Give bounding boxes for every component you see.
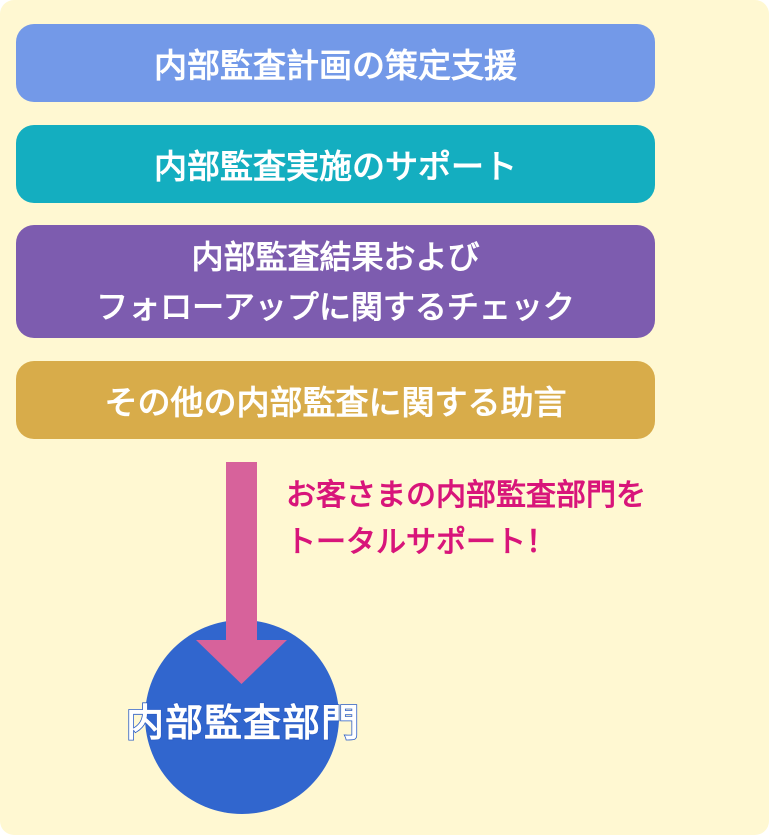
- audit-department-label: 内部監査部門: [125, 700, 360, 746]
- service-box-audit-execution: 内部監査実施のサポート: [16, 125, 655, 203]
- service-box-results-followup-line-2: フォローアップに関するチェック: [96, 287, 575, 326]
- total-support-callout: お客さまの内部監査部門を トータルサポート！: [286, 472, 646, 566]
- down-arrow-shape: [196, 462, 287, 684]
- callout-line-1: お客さまの内部監査部門を: [286, 478, 646, 513]
- service-box-other-advice: その他の内部監査に関する助言: [16, 361, 655, 439]
- callout-line-2: トータルサポート！: [286, 525, 556, 560]
- service-box-results-followup-line-1: 内部監査結果および: [191, 237, 480, 276]
- service-box-results-followup: 内部監査結果および フォローアップに関するチェック: [16, 225, 655, 338]
- service-box-audit-plan: 内部監査計画の策定支援: [16, 24, 655, 102]
- service-box-audit-plan-label: 内部監査計画の策定支援: [154, 46, 517, 85]
- service-box-other-advice-label: その他の内部監査に関する助言: [104, 383, 567, 422]
- service-box-audit-execution-label: 内部監査実施のサポート: [154, 147, 517, 186]
